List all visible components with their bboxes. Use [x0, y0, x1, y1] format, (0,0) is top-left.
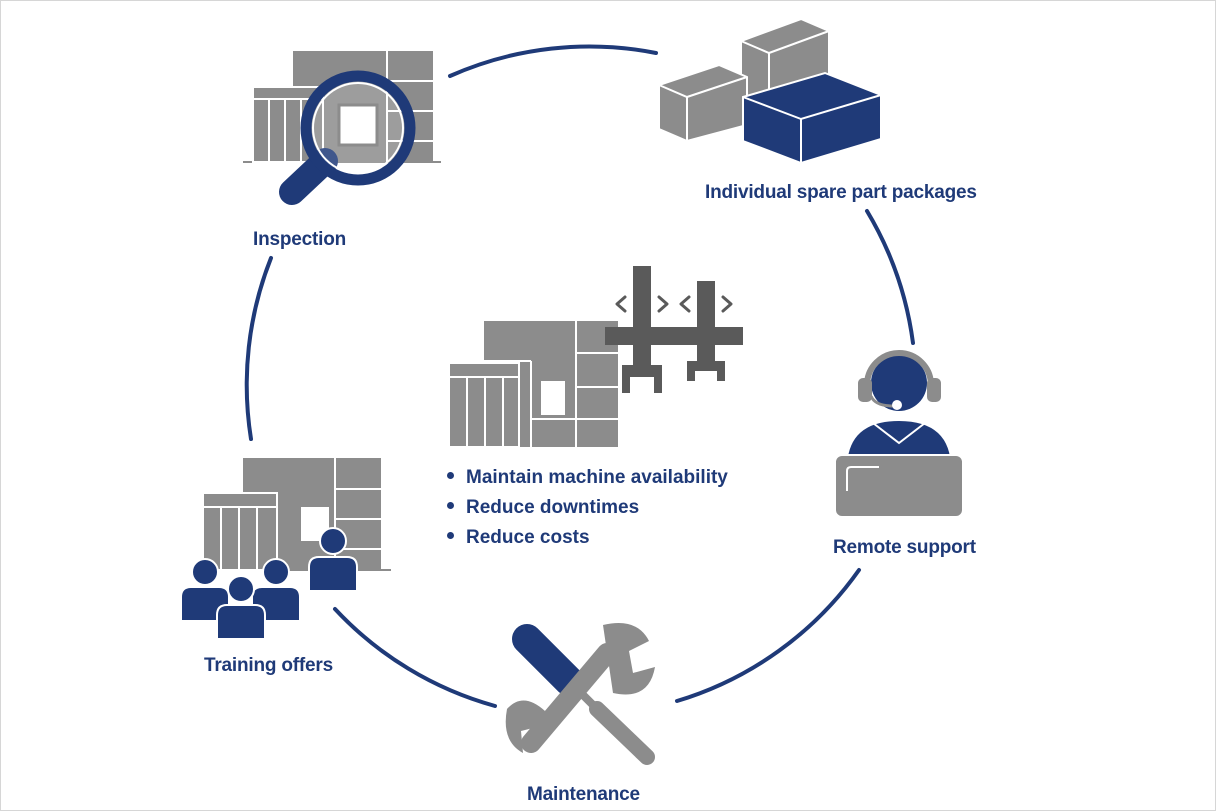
ring-arc-right-lower — [675, 568, 861, 703]
ring-arc-left — [244, 256, 273, 441]
label-remote-support: Remote support — [833, 537, 976, 558]
bullet-dot — [447, 472, 454, 480]
benefits-list: Maintain machine availability Reduce dow… — [447, 463, 728, 553]
bullet-dot — [447, 502, 454, 510]
ring-arc-right-upper — [865, 209, 915, 345]
benefit-item: Reduce downtimes — [447, 493, 728, 523]
benefit-text: Reduce costs — [466, 527, 590, 548]
machine-gantry-icon — [448, 266, 743, 448]
boxes-icon — [658, 17, 882, 165]
label-training: Training offers — [204, 655, 333, 676]
people-machine-icon — [180, 458, 391, 640]
headset-operator-icon — [834, 350, 964, 518]
cycle-ring — [244, 44, 915, 708]
label-maintenance: Maintenance — [527, 784, 640, 805]
benefit-text: Maintain machine availability — [466, 467, 728, 488]
ring-arc-top — [448, 44, 658, 78]
label-inspection: Inspection — [253, 229, 347, 250]
wrench-screwdriver-icon — [505, 623, 655, 765]
benefit-item: Maintain machine availability — [447, 463, 728, 493]
ring-arc-bottom-left — [333, 607, 497, 708]
label-spare-parts: Individual spare part packages — [705, 182, 977, 203]
benefit-item: Reduce costs — [447, 523, 728, 553]
magnifier-machine-icon — [243, 51, 441, 205]
benefit-text: Reduce downtimes — [466, 497, 640, 518]
bullet-dot — [447, 532, 454, 540]
